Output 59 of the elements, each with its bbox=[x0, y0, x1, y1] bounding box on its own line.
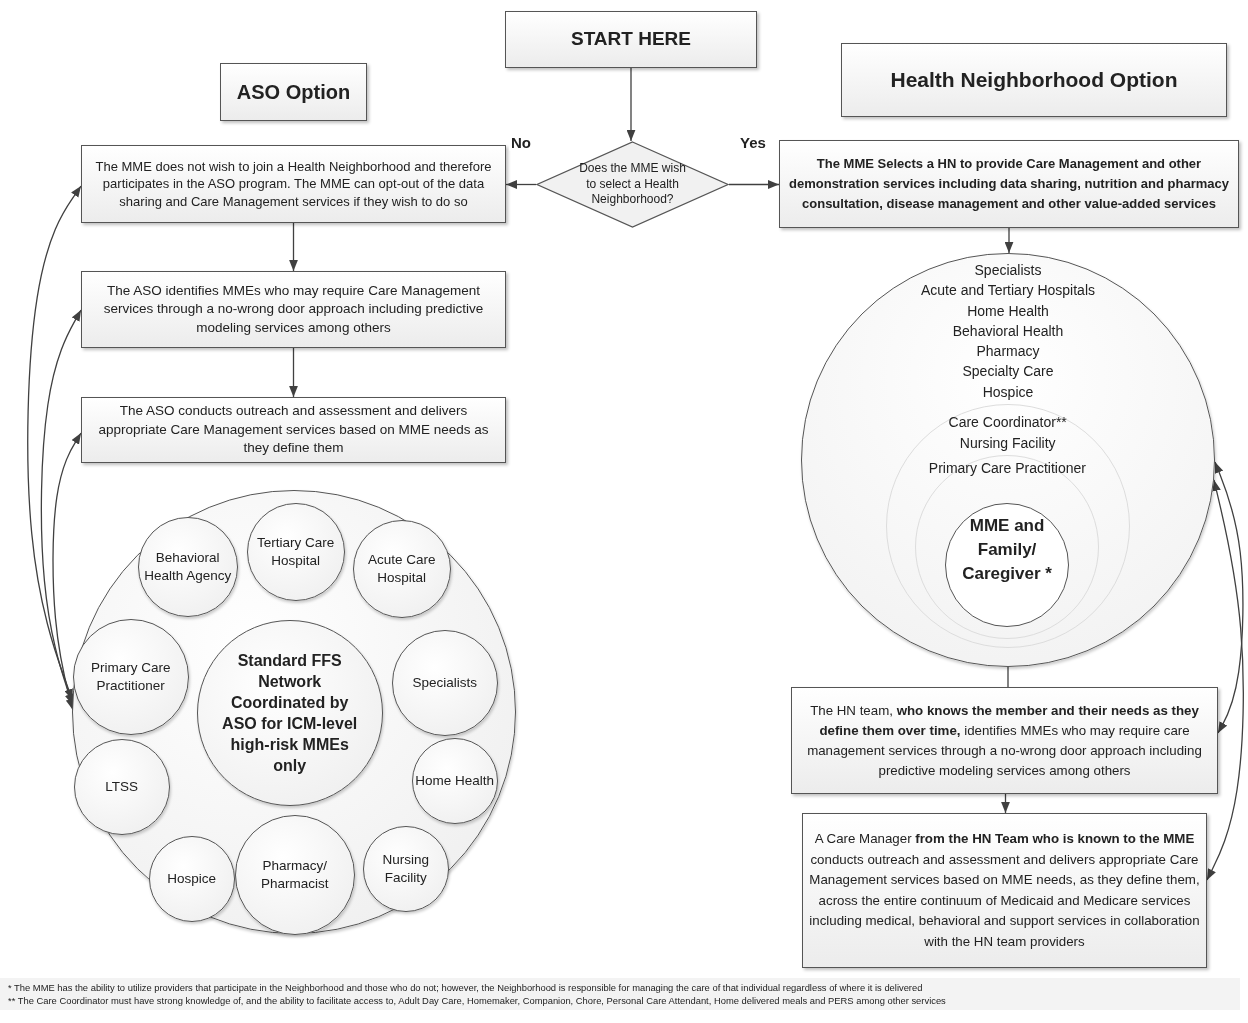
process-box bbox=[802, 813, 1207, 968]
provider-circle bbox=[72, 618, 189, 735]
node-text: START HERE bbox=[571, 27, 691, 52]
node-text: Acute Care Hospital bbox=[366, 551, 437, 587]
node-text: The HN team, who knows the member and their needs as they define them over time, identifies MMEs who may require care management services through a no-wrong door approach including predictive modeling services among others bbox=[806, 701, 1203, 780]
heading-box bbox=[841, 43, 1227, 117]
list-item: Home Health bbox=[967, 301, 1049, 321]
decision-diamond bbox=[536, 141, 729, 228]
arrow bbox=[1206, 479, 1244, 881]
arrow bbox=[626, 67, 636, 142]
list-item: Behavioral Health bbox=[952, 321, 1064, 341]
node-text: MME and Family/ Caregiver * bbox=[961, 515, 1053, 586]
node-text: Tertiary Care Hospital bbox=[256, 534, 336, 570]
provider-circle bbox=[411, 737, 498, 824]
provider-circle bbox=[73, 738, 170, 835]
node-text: The ASO identifies MMEs who may require Care Management services through a no-wrong door approach including predictive modeling services among others bbox=[102, 281, 485, 337]
node-text: Primary Care Practitioner bbox=[89, 659, 172, 695]
process-box bbox=[81, 397, 506, 463]
node-text: Home Health bbox=[415, 771, 495, 790]
node-text: The MME does not wish to join a Health Neighborhood and therefore participates in the ASO program. The MME can opt-out of the data sharing and Care Management services if they wish to do so bbox=[94, 157, 493, 211]
node-text: Hospice bbox=[167, 869, 217, 888]
heading-box bbox=[220, 63, 367, 121]
list-item: Acute and Tertiary Hospitals bbox=[920, 281, 1096, 301]
process-box bbox=[779, 140, 1239, 228]
node-text: The MME Selects a HN to provide Care Management and other demonstration services including data sharing, nutrition and pharmacy consultation, disease management and other value-added services bbox=[788, 155, 1230, 213]
arrow bbox=[1001, 793, 1010, 814]
arrow bbox=[505, 180, 537, 189]
node-text: ASO Option bbox=[236, 80, 351, 105]
arrow bbox=[52, 432, 82, 711]
start-box bbox=[505, 11, 757, 68]
node-text: Nursing Facility bbox=[381, 851, 430, 887]
footnote: ** The Care Coordinator must have strong knowledge of, and the ability to facilitate access to, Adult Day Care, Homemaker, Companion, Chore, Personal Care Attendant, Home delivered meals and PERS among other services bbox=[8, 994, 947, 1007]
arrow bbox=[728, 180, 780, 189]
connector-line bbox=[1007, 666, 1009, 688]
arrow bbox=[289, 222, 298, 272]
list-item: Hospice bbox=[982, 382, 1034, 402]
arrow bbox=[1214, 461, 1244, 734]
node-text: Standard FFS Network Coordinated by ASO for ICM-level high-risk MMEs only bbox=[221, 650, 359, 776]
node-text: LTSS bbox=[105, 777, 139, 796]
node-text: Does the MME wish to select a Health Neighborhood? bbox=[578, 161, 687, 208]
node-text: The ASO conducts outreach and assessment and delivers appropriate Care Management services based on MME needs as they define them bbox=[97, 402, 490, 458]
arrow bbox=[289, 347, 298, 398]
node-text: Specialists bbox=[412, 673, 477, 692]
arrow bbox=[1004, 227, 1014, 254]
list-item: Pharmacy bbox=[976, 342, 1040, 362]
node-text: Pharmacy/ Pharmacist bbox=[259, 857, 330, 893]
process-box bbox=[81, 271, 506, 348]
node-text: Health Neighborhood Option bbox=[890, 67, 1178, 94]
process-box bbox=[81, 145, 506, 223]
list-item: Nursing Facility bbox=[959, 433, 1056, 453]
list-item: Specialists bbox=[974, 261, 1042, 280]
list-item: Primary Care Practitioner bbox=[928, 459, 1086, 479]
process-box bbox=[791, 687, 1218, 794]
list-item: Specialty Care bbox=[962, 362, 1054, 382]
footnote: * The MME has the ability to utilize providers that participate in the Neighborhood and those who do not; however, the Neighborhood is responsible for managing the care of that individual regardless of where it is delivered bbox=[8, 981, 924, 994]
list-item: Care Coordinator** bbox=[948, 412, 1067, 432]
node-text: A Care Manager from the HN Team who is known to the MME conducts outreach and assessment and delivers appropriate Care Management services based on MME needs, as they define them, across the entire continuum of Medicaid and Medicare services including medical, behavioral and support services in collaboration with the HN team providers bbox=[808, 830, 1201, 951]
node-text: Behavioral Health Agency bbox=[143, 549, 233, 585]
provider-circle bbox=[362, 825, 449, 912]
